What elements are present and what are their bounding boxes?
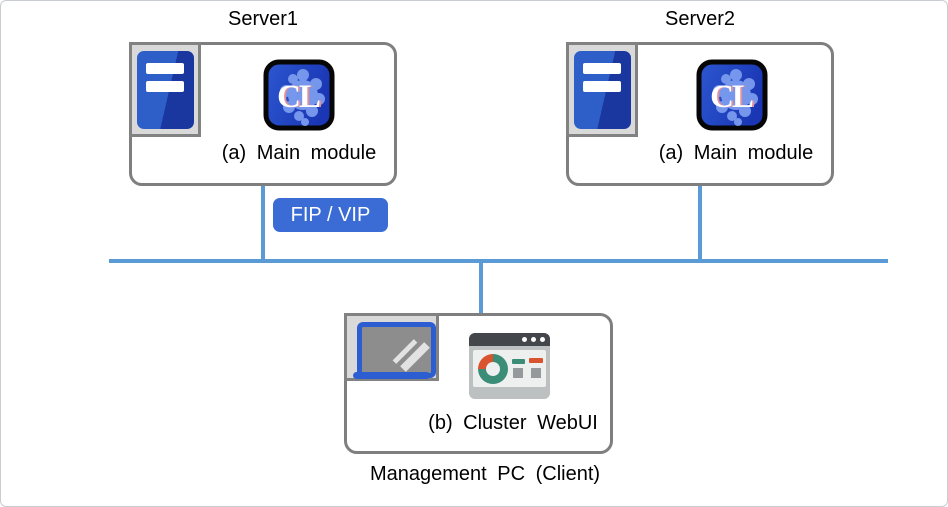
browser-titlebar xyxy=(469,333,550,346)
cl-gear-blob xyxy=(280,69,325,126)
server1-title: Server1 xyxy=(227,8,299,30)
server1-icon-plate xyxy=(129,42,201,137)
browser-dots-icon xyxy=(522,337,545,342)
server-slot-bar xyxy=(146,63,184,74)
widget-block xyxy=(513,368,523,378)
widget-bar-teal xyxy=(512,359,525,364)
laptop-base xyxy=(353,372,430,379)
server-tower-icon xyxy=(137,51,194,129)
server-slot-bar xyxy=(146,81,184,92)
management-pc-icon-plate xyxy=(344,313,439,381)
cluster-cl-icon: CL CL xyxy=(263,59,335,131)
server-slot-bar xyxy=(583,63,621,74)
management-pc-caption: Management PC (Client) xyxy=(369,463,601,485)
server-slot-bar xyxy=(583,81,621,92)
server2-module-label: (a) Main module xyxy=(658,142,814,164)
laptop-screen xyxy=(357,322,436,378)
server-tower-icon xyxy=(574,51,631,129)
cl-letters-shadow: CL xyxy=(712,79,755,115)
browser-content-panel xyxy=(473,350,546,387)
cl-letters: CL xyxy=(710,79,753,115)
webui-browser-icon xyxy=(469,333,550,399)
server1-module-label: (a) Main module xyxy=(221,142,377,164)
server1-network-connector xyxy=(261,186,265,261)
fip-vip-badge: FIP / VIP xyxy=(273,198,388,232)
network-horizontal-line xyxy=(109,259,888,263)
donut-chart-icon xyxy=(478,354,508,384)
cluster-cl-icon: CL CL xyxy=(696,59,768,131)
cluster-webui-label: (b) Cluster WebUI xyxy=(428,412,598,434)
cl-gear-blob xyxy=(713,69,758,126)
widget-bar-red xyxy=(529,358,543,363)
server2-title: Server2 xyxy=(664,8,736,30)
server2-icon-plate xyxy=(566,42,638,137)
cl-letters-shadow: CL xyxy=(279,79,322,115)
cl-letters: CL xyxy=(277,79,320,115)
server2-network-connector xyxy=(698,185,702,261)
widget-block xyxy=(531,368,541,378)
management-pc-network-connector xyxy=(479,261,483,314)
